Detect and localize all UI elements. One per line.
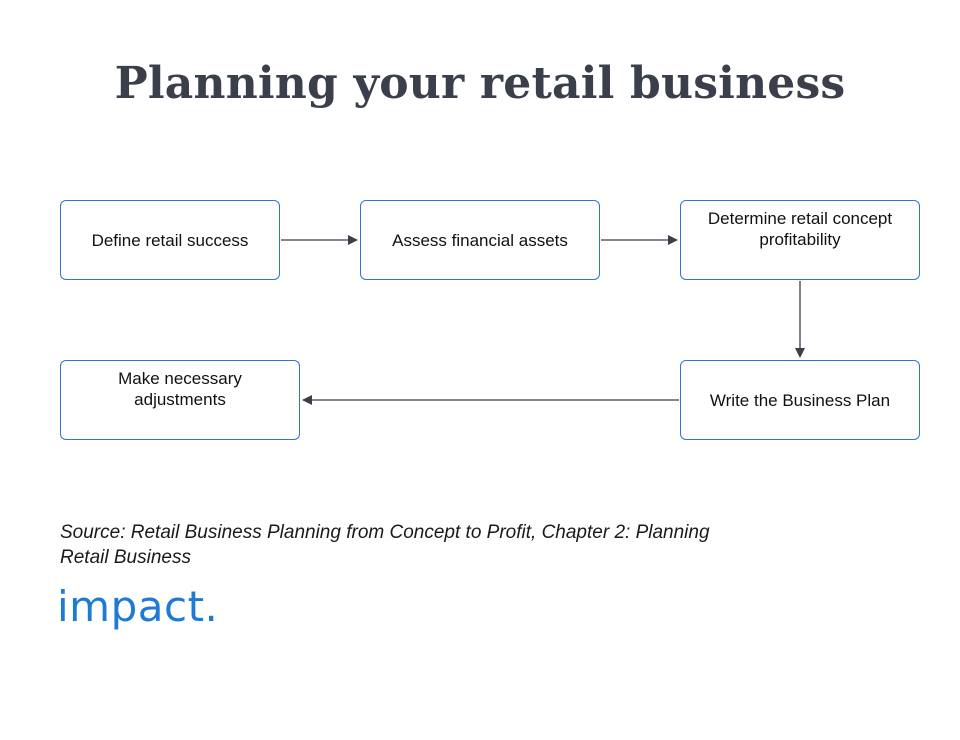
step-write-business-plan: Write the Business Plan	[680, 360, 920, 440]
step-determine-profitability: Determine retail concept profitability	[680, 200, 920, 280]
page-title: Planning your retail business	[114, 58, 846, 109]
step-assess-financial-assets: Assess financial assets	[360, 200, 600, 280]
source-citation: Source: Retail Business Planning from Co…	[60, 522, 710, 568]
step-define-retail-success: Define retail success	[60, 200, 280, 280]
impact-logo: impact.	[57, 582, 219, 631]
step-make-adjustments: Make necessary adjustments	[60, 360, 300, 440]
